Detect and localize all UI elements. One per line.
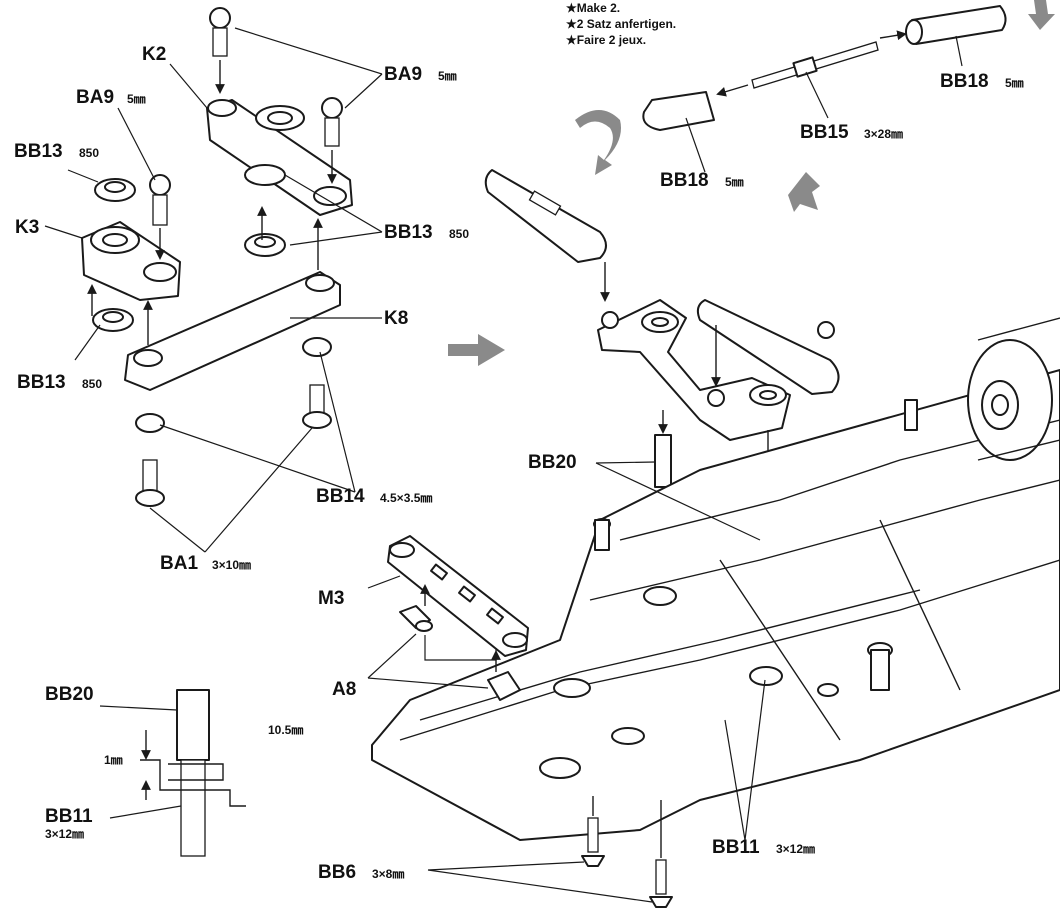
label-bb20-main: BB20 [528, 452, 577, 473]
bb15-turnbuckle [751, 41, 879, 89]
bb20-bb11-detail [99, 689, 246, 857]
label-k8: K8 [384, 308, 408, 329]
label-dim-10-5mm: 10.5㎜ [268, 723, 303, 737]
label-bb18-mid: BB18 [660, 170, 709, 191]
label-ba9-top: BA9 [384, 64, 422, 85]
label-ba9-left-size: 5㎜ [127, 92, 146, 106]
leaders-left [44, 27, 383, 553]
labels: K2 K3 K8 M3 A8 BA9 5㎜ BA9 5㎜ BB13 850 BB… [14, 44, 1024, 883]
label-bb18-right-size: 5㎜ [1005, 76, 1024, 90]
label-bb11-main-size: 3×12㎜ [776, 842, 815, 856]
label-bb11-detail: BB11 [45, 806, 93, 827]
label-bb11-main: BB11 [712, 837, 760, 858]
label-dim-1mm: 1㎜ [104, 753, 123, 767]
leaders-right [367, 35, 963, 903]
label-bb18-mid-size: 5㎜ [725, 175, 744, 189]
label-bb13-left-bottom: BB13 [17, 372, 66, 393]
assembly-arrow-icon [788, 172, 820, 212]
ba9-ball-stud-top [209, 7, 343, 184]
label-ba1: BA1 [160, 553, 198, 574]
label-bb6: BB6 [318, 862, 356, 883]
note-faire: ★Faire 2 jeux. [566, 33, 646, 47]
m3-link [387, 535, 529, 657]
rod-assembly-upper [484, 169, 610, 302]
label-bb13-left-bottom-size: 850 [82, 377, 102, 391]
label-a8: A8 [332, 679, 356, 700]
label-bb13-right: BB13 [384, 222, 433, 243]
label-ba1-size: 3×10㎜ [212, 558, 251, 572]
bb6-screws [581, 796, 673, 908]
label-bb15-size: 3×28㎜ [864, 127, 903, 141]
label-bb14: BB14 [316, 486, 365, 507]
label-bb13-left-top: BB13 [14, 141, 63, 162]
notes-block: ★Make 2. ★2 Satz anfertigen. ★Faire 2 je… [566, 1, 676, 47]
chassis [371, 317, 1060, 841]
steering-arm-assembly [597, 299, 840, 441]
label-bb20-detail: BB20 [45, 684, 94, 705]
label-m3: M3 [318, 588, 344, 609]
label-bb18-right: BB18 [940, 71, 989, 92]
a8-part [399, 605, 521, 701]
bb18-rod-end-mid [642, 84, 749, 131]
label-k3: K3 [15, 217, 39, 238]
note-make-2: ★Make 2. [566, 1, 620, 15]
note-satz: ★2 Satz anfertigen. [566, 17, 676, 31]
bb18-rod-end-right [879, 5, 1007, 45]
rotate-arrow-icon [575, 0, 1055, 175]
label-bb11-detail-size: 3×12㎜ [45, 827, 84, 841]
label-ba9-top-size: 5㎜ [438, 69, 457, 83]
label-bb13-right-size: 850 [449, 227, 469, 241]
bb14-spacers-ba1-screws [135, 337, 332, 507]
label-bb13-left-top-size: 850 [79, 146, 99, 160]
k2-arm [206, 99, 353, 257]
k8-link [87, 206, 341, 391]
label-bb6-size: 3×8㎜ [372, 867, 404, 881]
label-ba9-left: BA9 [76, 87, 114, 108]
k3-arm [81, 174, 181, 332]
label-bb14-size: 4.5×3.5㎜ [380, 491, 432, 505]
label-bb15: BB15 [800, 122, 849, 143]
label-k2: K2 [142, 44, 166, 65]
direction-arrow-icon [448, 334, 505, 366]
